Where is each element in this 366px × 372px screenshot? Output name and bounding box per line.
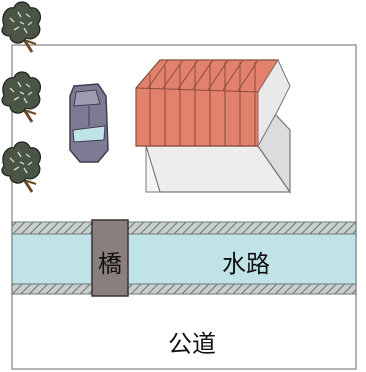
bridge-icon — [91, 219, 129, 297]
car-icon — [69, 83, 109, 163]
public-road-label: 公道 — [168, 330, 216, 358]
house-icon — [135, 58, 292, 194]
waterway-bank-bottom — [11, 283, 357, 295]
bridge-label: 橋 — [98, 250, 122, 278]
waterway-label: 水路 — [222, 250, 270, 278]
waterway-bank-top — [11, 221, 357, 235]
waterway-water — [11, 233, 357, 285]
